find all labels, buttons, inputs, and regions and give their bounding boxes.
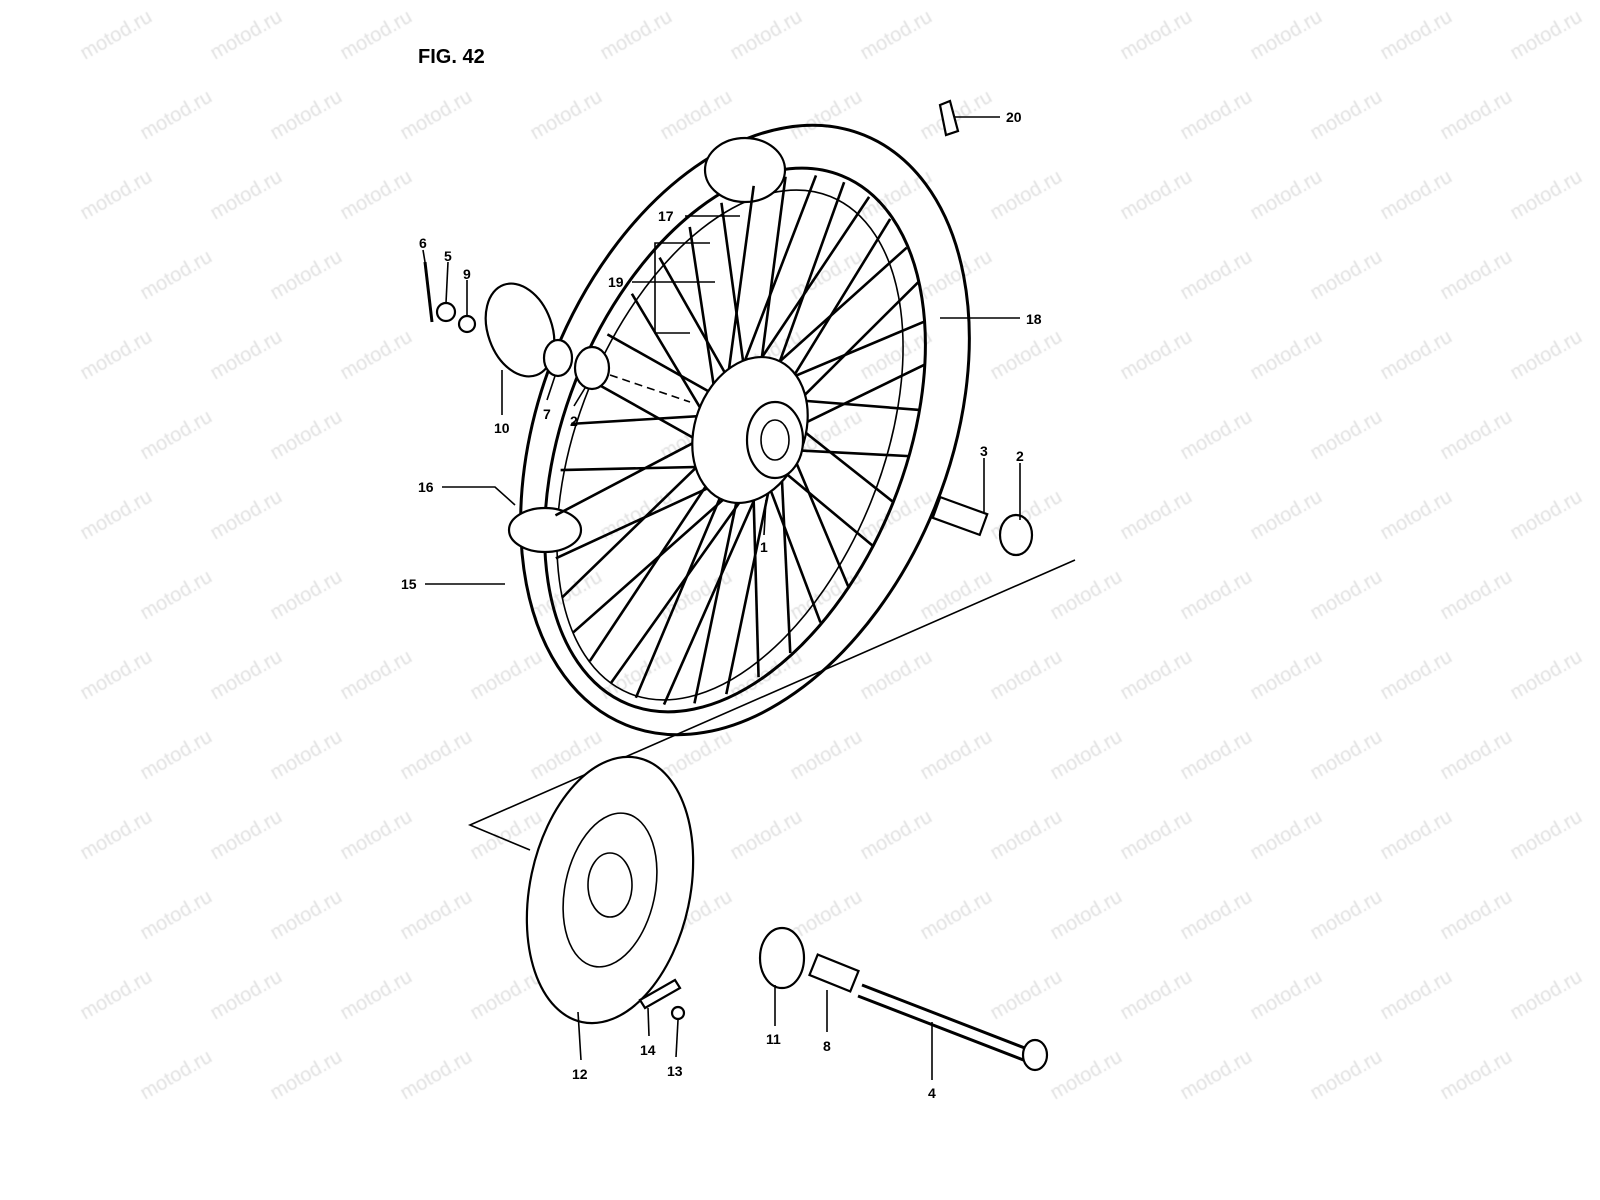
axle-4: [857, 983, 1049, 1072]
gear-box-cover-10: [484, 282, 556, 378]
callout-14: 14: [640, 1042, 656, 1058]
callout-16: 16: [418, 479, 434, 495]
callout-18: 18: [1026, 311, 1042, 327]
bolt-13: [670, 1005, 686, 1021]
callout-2: 2: [570, 413, 578, 429]
spoke: [609, 469, 764, 684]
spoke: [560, 442, 723, 599]
callout-12: 12: [572, 1066, 588, 1082]
callout-10: 10: [494, 420, 510, 436]
callout-17: 17: [658, 208, 674, 224]
washer-9: [457, 314, 477, 334]
leader-lines: [422, 116, 1021, 1080]
callout-15: 15: [401, 576, 417, 592]
brake-disc-12: [525, 755, 695, 1025]
figure-title: FIG. 42: [418, 46, 485, 68]
callout-3: 3: [980, 443, 988, 459]
spacer-8: [808, 953, 860, 993]
spoke: [662, 461, 773, 706]
tire-section-top: [703, 136, 787, 204]
callout-7: 7: [543, 406, 551, 422]
lock-washer-14: [638, 978, 682, 1010]
bearing-2-right: [998, 513, 1034, 557]
callout-4: 4: [928, 1085, 936, 1101]
bearing-2: [573, 345, 611, 391]
callout-6: 6: [419, 235, 427, 251]
spoke: [751, 473, 760, 678]
callout-20: 20: [1006, 109, 1022, 125]
callout-1: 1: [760, 539, 768, 555]
callout-11: 11: [766, 1031, 781, 1047]
spoke: [720, 202, 749, 391]
spoke: [761, 469, 822, 623]
callout-5: 5: [444, 248, 452, 264]
spacer-3: [931, 495, 989, 537]
collar-11: [758, 926, 806, 990]
callout-9: 9: [463, 266, 471, 282]
callout-8: 8: [823, 1038, 831, 1054]
callout-13: 13: [667, 1063, 683, 1079]
hub: [691, 355, 809, 505]
spacer-7: [542, 338, 574, 378]
spokes: [554, 174, 926, 706]
cotter-pin-6: [423, 261, 434, 323]
callout-19: 19: [608, 274, 624, 290]
callout-2-right: 2: [1016, 448, 1024, 464]
valve-cap-20: [938, 99, 960, 137]
nut-5: [435, 301, 457, 323]
tire-section-bottom: [507, 506, 583, 554]
